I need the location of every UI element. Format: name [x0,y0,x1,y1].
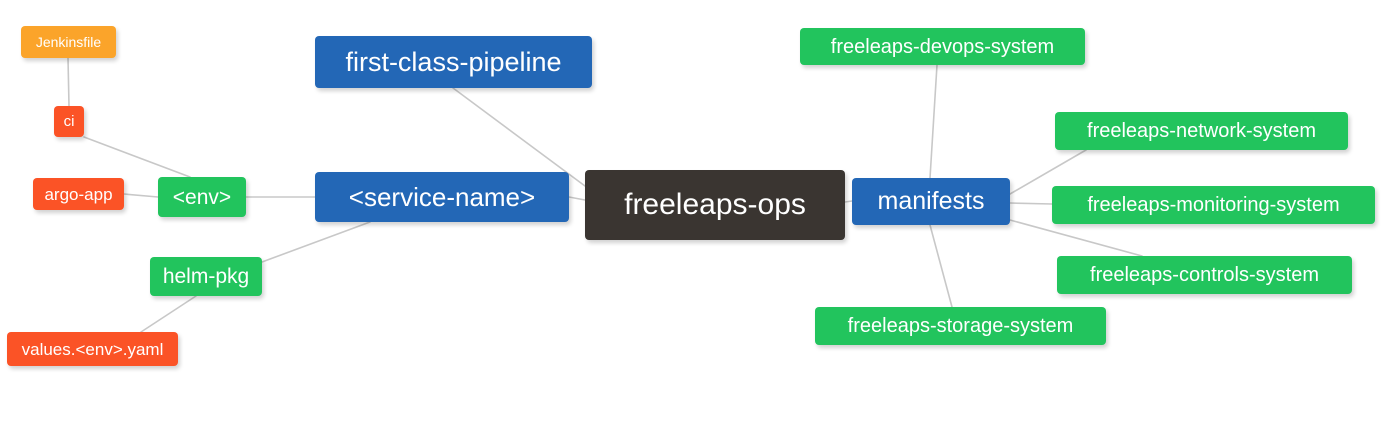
node-jenkinsfile[interactable]: Jenkinsfile [21,26,116,58]
node-service-name[interactable]: <service-name> [315,172,569,222]
node-label: Jenkinsfile [35,34,102,50]
node-label: helm-pkg [162,265,250,288]
node-freeleaps-ops[interactable]: freeleaps-ops [585,170,845,240]
edge-manifests-to-freeleaps-storage-system [929,224,953,308]
edge-service-name-to-helm-pkg [261,221,371,263]
node-values-env-yaml[interactable]: values.<env>.yaml [7,332,178,366]
edge-manifests-to-freeleaps-monitoring-system [1009,202,1053,205]
edge-manifests-to-freeleaps-controls-system [1009,219,1143,257]
node-first-class-pipeline[interactable]: first-class-pipeline [315,36,592,88]
node-label: first-class-pipeline [345,46,562,77]
edge-freeleaps-ops-to-service-name [568,196,586,201]
node-label: freeleaps-ops [624,188,806,221]
node-freeleaps-network-system[interactable]: freeleaps-network-system [1055,112,1348,150]
node-label: freeleaps-storage-system [847,315,1074,337]
node-label: values.<env>.yaml [21,339,164,359]
edge-freeleaps-ops-to-manifests [844,200,853,203]
edge-ci-to-jenkinsfile [67,57,70,107]
node-label: freeleaps-devops-system [830,35,1055,58]
edge-env-to-ci [83,136,191,178]
node-argo-app[interactable]: argo-app [33,178,124,210]
node-freeleaps-devops-system[interactable]: freeleaps-devops-system [800,28,1085,65]
node-freeleaps-controls-system[interactable]: freeleaps-controls-system [1057,256,1352,294]
node-label: freeleaps-controls-system [1090,264,1319,286]
node-label: <env> [172,185,232,209]
node-label: freeleaps-monitoring-system [1087,194,1340,216]
node-manifests[interactable]: manifests [852,178,1010,225]
node-freeleaps-monitoring-system[interactable]: freeleaps-monitoring-system [1052,186,1375,224]
node-label: freeleaps-network-system [1087,120,1316,142]
node-helm-pkg[interactable]: helm-pkg [150,257,262,296]
edge-helm-pkg-to-values-env-yaml [140,295,197,333]
edge-manifests-to-freeleaps-devops-system [929,64,938,179]
node-env[interactable]: <env> [158,177,246,217]
node-freeleaps-storage-system[interactable]: freeleaps-storage-system [815,307,1106,345]
node-label: ci [63,113,75,130]
node-label: argo-app [44,184,113,204]
node-label: manifests [877,187,985,215]
edge-env-to-argo-app [123,193,159,198]
node-ci[interactable]: ci [54,106,84,137]
node-label: <service-name> [348,182,536,212]
